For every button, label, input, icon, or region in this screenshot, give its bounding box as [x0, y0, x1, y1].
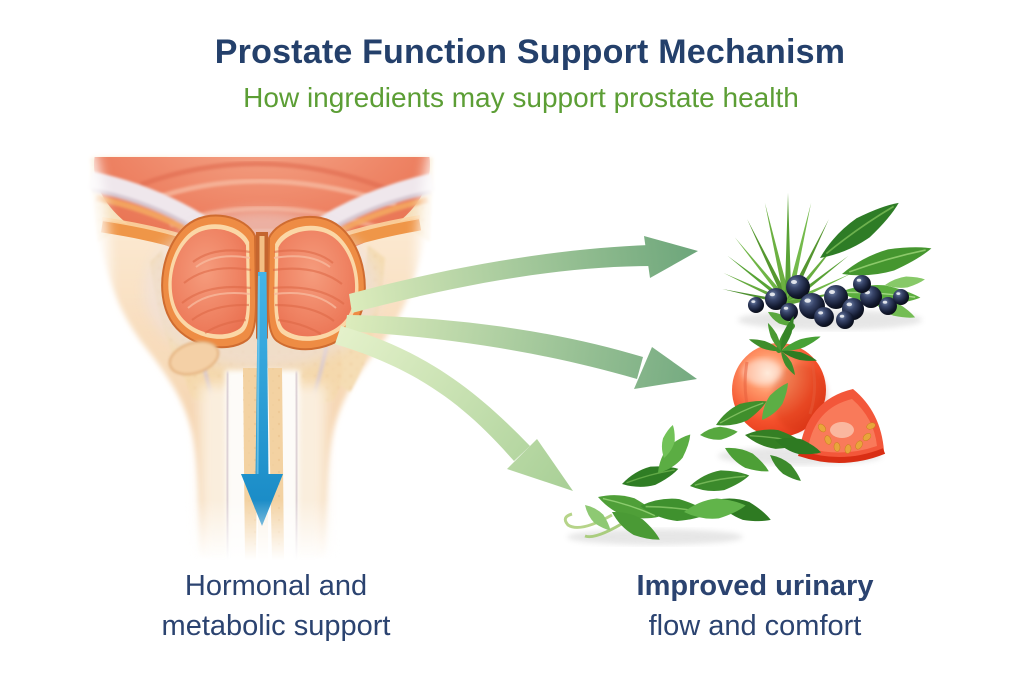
arrow-to-saw-palmetto	[349, 236, 698, 313]
bottom-fade	[60, 500, 460, 575]
tissue-bump	[168, 340, 220, 376]
ingredient-arrows	[335, 236, 698, 491]
prostate-anatomy-illustration	[54, 130, 468, 575]
prostate-right-lobe	[266, 215, 366, 351]
arrow-to-tomato	[345, 315, 697, 389]
caption-hormonal-support: Hormonal and metabolic support	[76, 566, 476, 646]
caption-line: metabolic support	[161, 610, 391, 642]
saw-palmetto-and-berries-illustration	[721, 192, 935, 330]
edge-fade-left	[54, 130, 110, 470]
arrow-to-green-herb	[335, 326, 573, 491]
tomato-slice	[798, 389, 886, 463]
herb-leaves	[580, 423, 775, 548]
tomato-calyx	[747, 314, 823, 377]
caption-urinary-flow: Improved urinary flow and comfort	[555, 566, 955, 646]
caption-line: Hormonal and	[184, 570, 368, 602]
tomato-seeds	[818, 422, 876, 454]
page-subtitle: How ingredients may support prostate hea…	[243, 82, 799, 113]
tomato-lycopene-illustration	[699, 314, 886, 486]
caption-line: flow and comfort	[648, 610, 862, 642]
caption-line: Improved urinary	[636, 570, 874, 602]
prostate-left-lobe	[161, 214, 258, 349]
page-title: Prostate Function Support Mechanism	[214, 33, 846, 71]
green-herb-leaves-illustration	[563, 423, 775, 548]
edge-fade-right	[416, 130, 468, 470]
